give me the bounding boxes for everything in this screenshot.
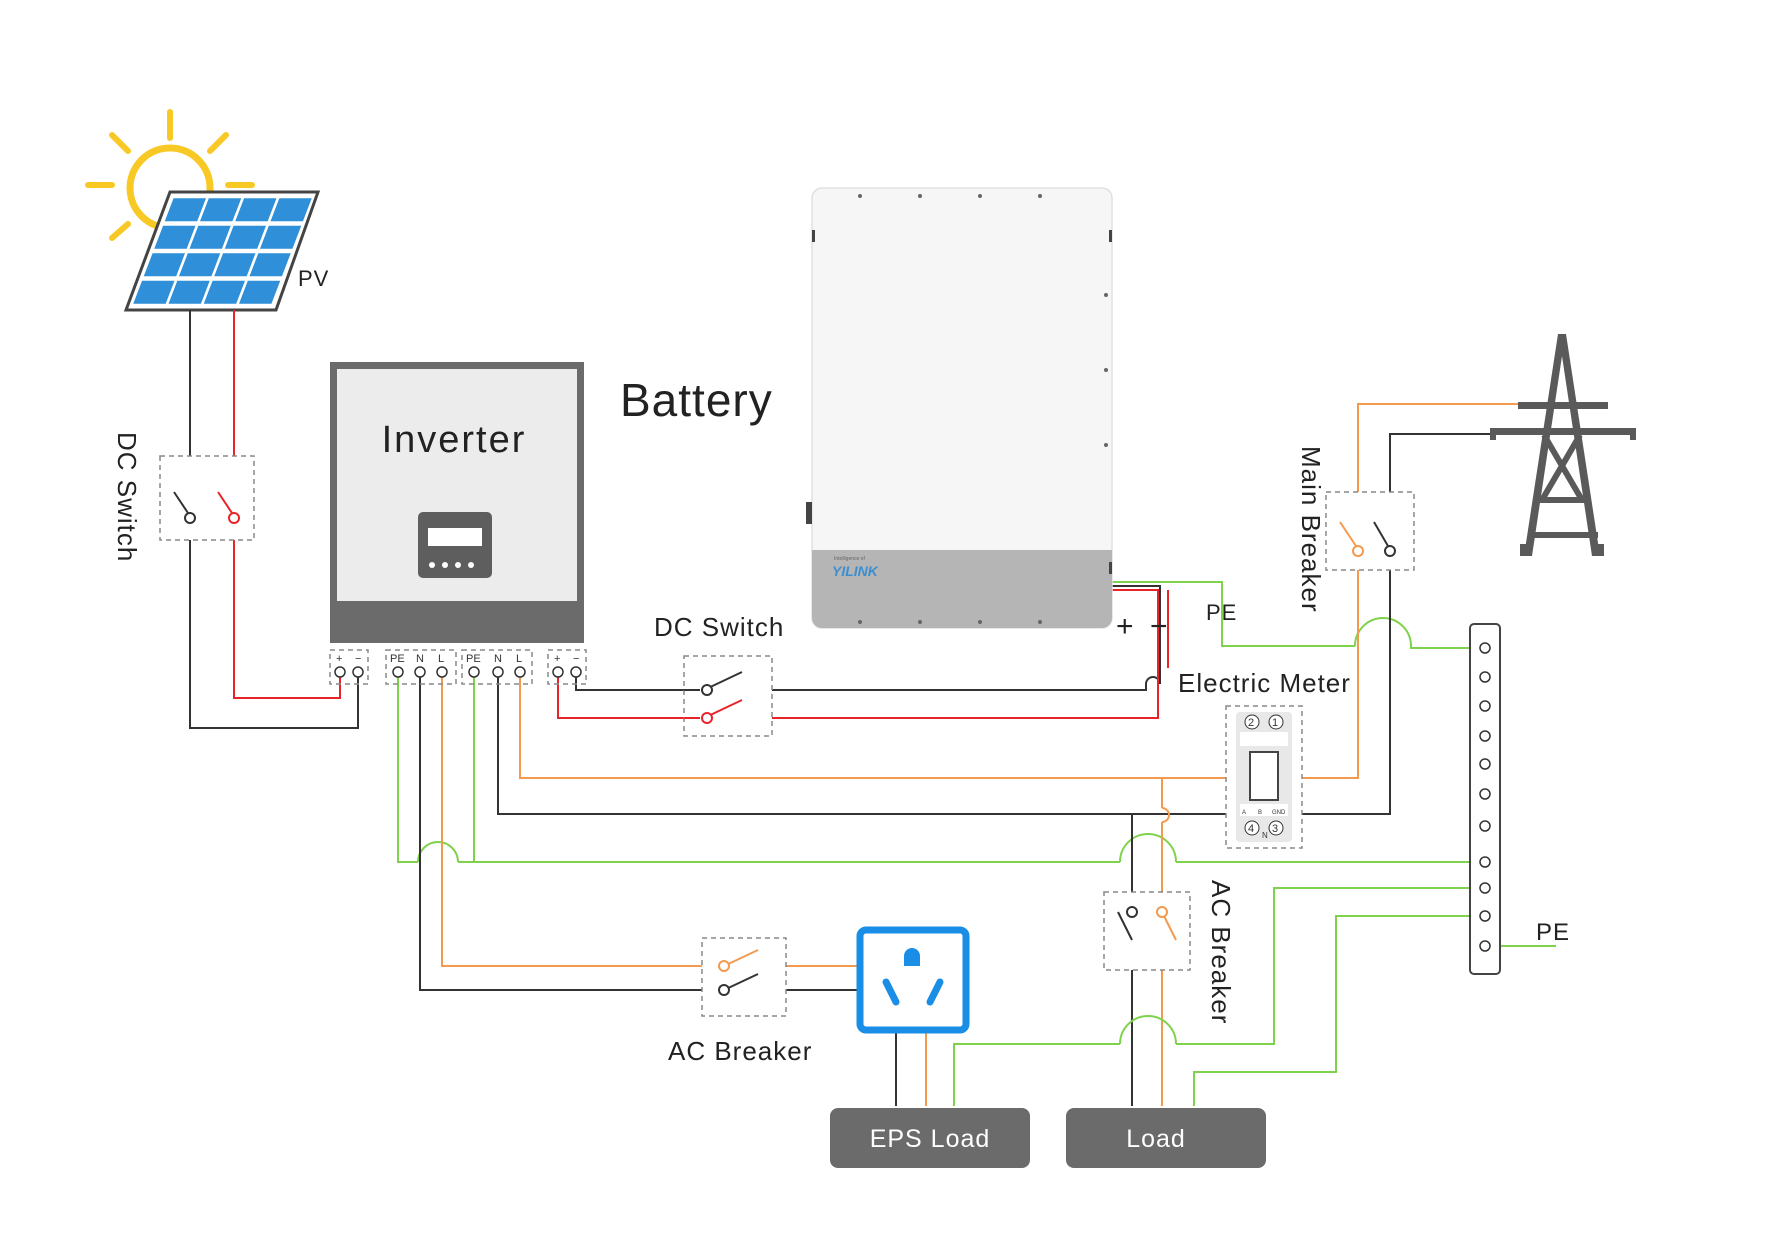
pv-cell [224,225,266,249]
pv-cell [214,253,256,277]
battery-screw [978,194,982,198]
pv-cell [260,225,302,249]
pv-cell [239,280,281,304]
dc-switch-left-label: DC Switch [112,432,142,562]
eps-load-box: EPS Load [830,1108,1030,1168]
pv-cell [168,280,210,304]
load-box: Load [1066,1108,1266,1168]
pe-busbar [1469,623,1501,975]
electric-meter-label: Electric Meter [1178,668,1351,698]
svg-text:+: + [554,653,560,665]
svg-text:L: L [438,653,444,665]
pe-terminal [1479,758,1491,770]
svg-text:−: − [573,653,579,665]
battery-screw [918,620,922,624]
svg-text:N: N [494,653,502,665]
svg-text:B: B [1258,810,1262,816]
pv-cell [249,253,291,277]
power-tower-icon [1490,334,1636,556]
pv-cell [133,280,175,304]
svg-text:4: 4 [1248,823,1254,835]
inverter-icon [330,362,584,643]
svg-text:A: A [1242,810,1246,816]
svg-text:N: N [1262,831,1268,840]
svg-text:PE: PE [390,653,405,665]
terminal-block-pv: + − [329,649,369,685]
battery-screw [918,194,922,198]
pv-label: PV [298,266,329,291]
electric-meter: 2 1 A B GND 4 3 N [1225,705,1303,849]
ac-breaker-right[interactable] [1103,891,1191,971]
main-breaker-label: Main Breaker [1296,446,1326,613]
battery-plus-label: + [1116,610,1135,643]
ac-breaker-mid-label: AC Breaker [668,1036,812,1066]
svg-text:EPS Load: EPS Load [870,1125,991,1153]
pe-terminal [1479,882,1491,894]
solar-panel-icon [123,190,321,312]
svg-text:1: 1 [1272,717,1278,729]
pe-terminal [1479,700,1491,712]
battery-title: Battery [620,374,773,426]
svg-text:PE: PE [466,653,481,665]
pe-terminal [1479,642,1491,654]
svg-text:Load: Load [1126,1125,1186,1153]
dc-switch-left[interactable] [159,455,255,541]
battery-screw [1038,620,1042,624]
pe-terminal [1479,788,1491,800]
pe-terminal [1479,856,1491,868]
battery-brand: YILINK [832,563,879,579]
svg-text:2: 2 [1248,717,1254,729]
battery-minus-label: − [1150,610,1169,643]
pe-terminal [1479,910,1491,922]
pe-terminal [1479,671,1491,683]
main-breaker[interactable] [1325,491,1415,571]
terminal-block-ac-1: PE N L [385,649,457,685]
svg-text:+: + [336,653,342,665]
ac-breaker-right-label: AC Breaker [1206,880,1236,1024]
svg-text:GND: GND [1272,810,1286,816]
battery-screw [858,620,862,624]
battery-screw [1104,368,1108,372]
pv-cell [270,198,312,222]
pe-right-label: PE [1536,919,1570,946]
eps-socket-icon [856,926,970,1034]
svg-text:−: − [355,653,361,665]
pe-top-label: PE [1206,600,1237,625]
svg-text:L: L [516,653,522,665]
battery-brand-tag: Intelligence of [834,556,865,562]
pv-cell [235,198,277,222]
pv-cell [164,198,206,222]
ac-breaker-mid[interactable] [701,937,787,1017]
battery-screw [858,194,862,198]
pv-cell [179,253,221,277]
pv-cell [200,198,242,222]
pv-cell [143,253,185,277]
battery-screw [978,620,982,624]
battery-icon [806,187,1113,629]
pe-terminal [1479,820,1491,832]
battery-screw [1104,293,1108,297]
battery-screw [1104,443,1108,447]
terminal-block-ac-2: PE N L [461,649,533,685]
svg-text:3: 3 [1272,823,1278,835]
battery-screw [1038,194,1042,198]
dc-switch-mid[interactable] [683,655,773,737]
dc-switch-mid-label: DC Switch [654,612,784,642]
pe-terminal [1479,730,1491,742]
svg-text:N: N [416,653,424,665]
pv-cell [189,225,231,249]
terminal-block-battery: + − [547,649,587,685]
pv-cell [203,280,245,304]
inverter-title: Inverter [382,419,527,461]
pv-cell [154,225,196,249]
pe-terminal [1479,940,1491,952]
